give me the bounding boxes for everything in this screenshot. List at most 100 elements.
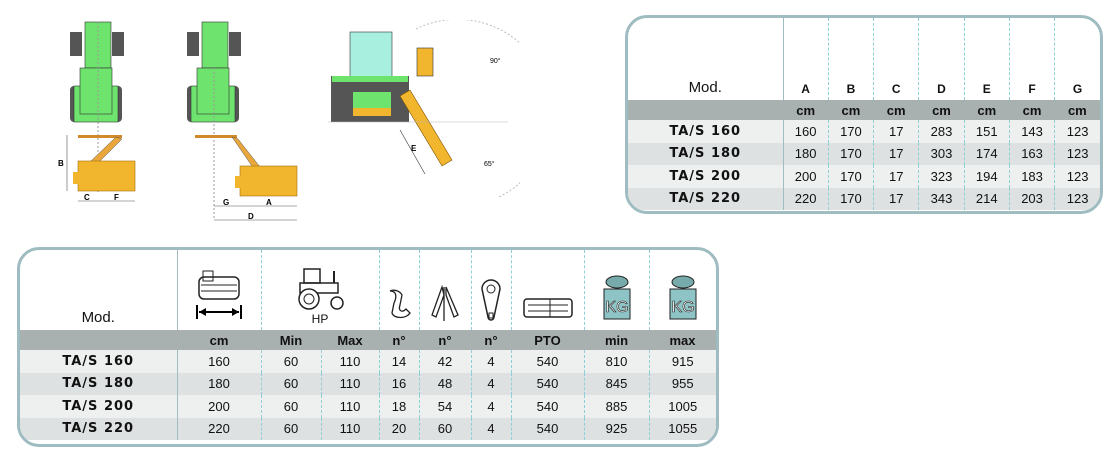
value-cell: 283: [918, 120, 965, 143]
specs-table: Mod. HP KG KG cm Min Max n° n° n° PTO mi…: [17, 247, 719, 447]
value-cell: 48: [418, 372, 471, 395]
value-cell: 540: [510, 350, 584, 373]
value-cell: 343: [918, 187, 965, 210]
model-name: TA/S 220: [20, 417, 177, 440]
unit-cell: cm: [873, 100, 919, 120]
value-cell: 16: [378, 372, 419, 395]
value-cell: 110: [320, 350, 379, 373]
value-cell: 200: [782, 165, 829, 188]
value-cell: 183: [1008, 165, 1055, 188]
angle-label-90: 90°: [490, 57, 501, 65]
value-cell: 200: [176, 395, 261, 418]
col-header: D: [918, 18, 965, 100]
unit-cell: cm: [1009, 100, 1055, 120]
dim-label-a: A: [266, 198, 272, 207]
value-cell: 160: [176, 350, 261, 373]
unit-cell: cm: [918, 100, 965, 120]
value-cell: 60: [260, 417, 321, 440]
y-blade-icon: [418, 250, 471, 330]
value-cell: 885: [583, 395, 649, 418]
kg-text: KG: [605, 299, 628, 316]
value-cell: 303: [918, 142, 965, 165]
value-cell: 170: [827, 187, 874, 210]
value-cell: 810: [583, 350, 649, 373]
value-cell: 60: [418, 417, 471, 440]
value-cell: 163: [1008, 142, 1055, 165]
top-view-extended: G A D: [187, 21, 298, 221]
unit-cell: n°: [471, 330, 511, 350]
value-cell: 42: [418, 350, 471, 373]
unit-cell: min: [584, 330, 649, 350]
dim-label-b: B: [58, 159, 64, 168]
value-cell: 4: [470, 417, 511, 440]
col-header: G: [1054, 18, 1100, 100]
dimensions-header-row: Mod. A B C D E F G: [628, 18, 1100, 100]
value-cell: 123: [1054, 187, 1100, 210]
weight-kg-icon-max: KG: [648, 250, 716, 330]
top-view-folded: B C F: [58, 21, 136, 202]
value-cell: 180: [176, 372, 261, 395]
model-name: TA/S 200: [20, 395, 177, 418]
rear-view-angles: 90° 65° E: [328, 20, 520, 198]
value-cell: 160: [782, 120, 829, 143]
dim-label-g: G: [223, 198, 229, 207]
value-cell: 540: [510, 395, 584, 418]
col-header: F: [1008, 18, 1055, 100]
unit-cell: cm: [783, 100, 829, 120]
mower-diagrams: B C F G A D 90° 65° E: [58, 20, 520, 221]
col-header: A: [782, 18, 829, 100]
value-cell: 203: [1008, 187, 1055, 210]
col-header: B: [827, 18, 874, 100]
value-cell: 170: [827, 142, 874, 165]
unit-cell: cm: [964, 100, 1010, 120]
dim-label-e: E: [411, 144, 417, 153]
model-name: TA/S 200: [628, 165, 783, 188]
value-cell: 110: [320, 395, 379, 418]
value-cell: 123: [1054, 165, 1100, 188]
value-cell: 17: [873, 120, 919, 143]
value-cell: 110: [320, 417, 379, 440]
value-cell: 110: [320, 372, 379, 395]
value-cell: 18: [378, 395, 419, 418]
unit-cell: Min: [261, 330, 321, 350]
model-name: TA/S 220: [628, 187, 783, 210]
col-header: C: [873, 18, 919, 100]
value-cell: 123: [1054, 120, 1100, 143]
value-cell: 323: [918, 165, 965, 188]
value-cell: 1055: [648, 417, 716, 440]
mower-width-icon: [176, 250, 261, 330]
value-cell: 955: [648, 372, 716, 395]
model-name: TA/S 160: [20, 350, 177, 373]
mod-header: Mod.: [688, 79, 722, 96]
value-cell: 174: [963, 142, 1010, 165]
value-cell: 845: [583, 372, 649, 395]
value-cell: 20: [378, 417, 419, 440]
specs-header-row: Mod. HP KG KG: [20, 250, 716, 330]
value-cell: 14: [378, 350, 419, 373]
unit-cell: cm: [177, 330, 261, 350]
value-cell: 925: [583, 417, 649, 440]
value-cell: 220: [176, 417, 261, 440]
weight-kg-icon-min: KG: [583, 250, 649, 330]
value-cell: 180: [782, 142, 829, 165]
value-cell: 17: [873, 187, 919, 210]
unit-cell: PTO: [511, 330, 584, 350]
value-cell: 1005: [648, 395, 716, 418]
model-name: TA/S 180: [628, 142, 783, 165]
value-cell: 540: [510, 417, 584, 440]
dim-label-f: F: [114, 193, 119, 202]
value-cell: 194: [963, 165, 1010, 188]
value-cell: 4: [470, 350, 511, 373]
dimensions-table: Mod. A B C D E F G cm cm cm cm cm cm cm …: [625, 15, 1103, 214]
units-row: cm cm cm cm cm cm cm: [628, 100, 1100, 120]
value-cell: 915: [648, 350, 716, 373]
value-cell: 151: [963, 120, 1010, 143]
angle-label-65: 65°: [484, 160, 495, 168]
